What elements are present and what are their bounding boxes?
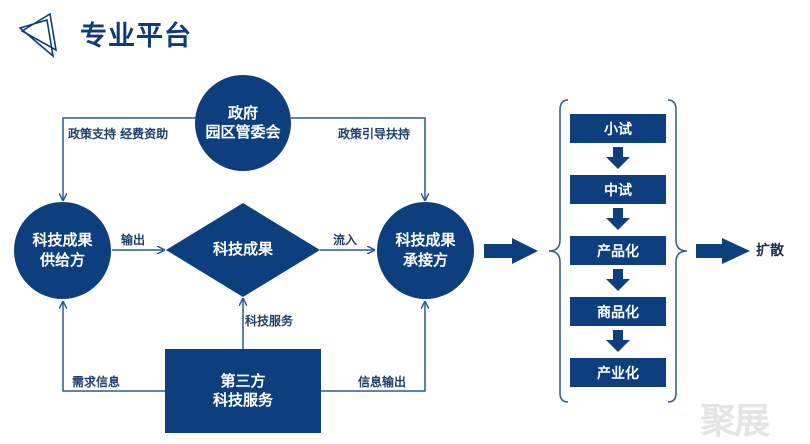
label-info-output: 信息输出: [358, 375, 407, 389]
diffuse-label: 扩散: [756, 243, 784, 259]
right-brace: [667, 99, 688, 403]
page-title: 专业平台: [80, 21, 192, 52]
third-party-node-line1: 第三方: [220, 372, 266, 391]
third-party-node: 第三方 科技服务: [165, 349, 321, 433]
block-arrow-to-stages: [484, 238, 538, 264]
stage-down-arrow: [606, 208, 630, 230]
supplier-node-line1: 科技成果: [32, 231, 93, 249]
block-arrow-to-diffuse: [696, 238, 750, 264]
receiver-node-line2: 承接方: [402, 250, 448, 269]
stage-box: 产品化: [570, 236, 666, 265]
government-node: 政府 园区管委会: [195, 75, 291, 171]
connector-gov-to-receiver: [291, 117, 425, 200]
government-node-line1: 政府: [227, 103, 258, 122]
stage-box: 小试: [570, 114, 666, 143]
label-gov-to-supplier: 政策支持 经费资助: [68, 127, 169, 141]
stage-box: 产业化: [570, 358, 666, 387]
achievement-diamond: [166, 203, 320, 297]
label-tech-service: 科技服务: [245, 314, 294, 328]
achievement-node-label: 科技成果: [212, 240, 273, 259]
third-party-node-line2: 科技服务: [212, 391, 273, 409]
stage-down-arrow: [606, 269, 630, 291]
stage-box: 商品化: [570, 297, 666, 326]
left-brace: [548, 99, 569, 403]
label-gov-to-receiver: 政策引导扶持: [338, 127, 411, 141]
connector-demand-info: [63, 302, 165, 392]
government-node-line2: 园区管委会: [205, 123, 281, 141]
label-demand-info: 需求信息: [72, 375, 121, 389]
connector-gov-to-supplier: [63, 117, 196, 200]
stage-box: 中试: [570, 175, 666, 204]
receiver-node-line1: 科技成果: [395, 231, 456, 249]
supplier-node-line2: 供给方: [39, 250, 85, 269]
stage-down-arrow: [606, 330, 630, 352]
connector-info-output: [321, 302, 425, 392]
receiver-node: 科技成果 承接方: [377, 202, 474, 299]
stage-down-arrow: [606, 147, 630, 169]
triangle-logo-icon: [18, 12, 58, 59]
label-inflow: 流入: [333, 233, 358, 247]
supplier-node: 科技成果 供给方: [14, 202, 111, 299]
label-output: 输出: [121, 233, 146, 247]
watermark: 聚展: [700, 401, 770, 442]
